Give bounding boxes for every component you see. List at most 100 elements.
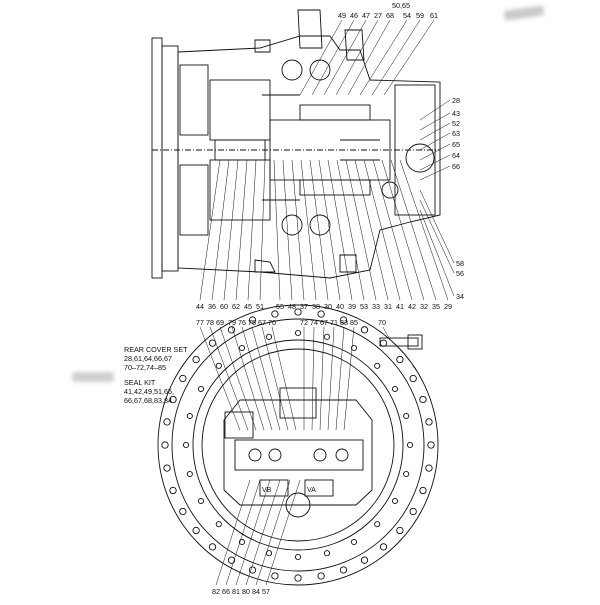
inner-bolt-hole	[391, 497, 399, 505]
ring-bolt-hole	[419, 395, 427, 404]
callout-bottom-bottom: 82	[212, 587, 220, 596]
callout-top: 68	[386, 11, 394, 20]
bottom-assembly-drawing	[157, 304, 439, 586]
leader-bottom-top	[199, 326, 241, 431]
callout-bottom: 29	[444, 302, 452, 311]
bearing-upper	[281, 59, 303, 81]
inner-bolt-hole	[186, 470, 193, 478]
ring-bolt-hole	[192, 355, 200, 364]
leader-right	[419, 165, 451, 181]
ring-bolt-hole	[179, 374, 187, 383]
inner-bolt-hole	[374, 362, 381, 369]
leader-bottom-top	[219, 326, 257, 431]
leader-top	[299, 19, 343, 96]
top-bolt	[254, 39, 271, 53]
housing-left-wall	[151, 37, 163, 279]
internal-lines	[262, 94, 380, 201]
callout-top: 61	[430, 11, 438, 20]
cover-left-block	[224, 411, 254, 439]
inner-bolt-hole	[294, 553, 302, 561]
leader-bottom	[354, 159, 389, 301]
ring-bolt-hole	[409, 374, 417, 383]
callout-right: 34	[456, 292, 464, 301]
inner-bolt-hole	[215, 362, 222, 369]
leader-bottom-top	[327, 326, 335, 431]
vb-port	[259, 479, 289, 497]
ring-bolt-hole	[192, 526, 200, 535]
top-assembly-drawing	[151, 9, 441, 279]
leader-bottom	[282, 159, 293, 301]
housing-left-flange	[161, 45, 179, 272]
leader-bottom-bottom	[245, 479, 281, 586]
leader-bottom	[223, 159, 239, 301]
inner-bolt-hole	[374, 521, 381, 528]
callout-bottom-bottom: 80	[242, 587, 250, 596]
ring-bolt-hole	[169, 486, 177, 495]
bearing-lower	[281, 214, 303, 236]
leader-bottom-top	[261, 326, 289, 431]
leader-top	[323, 19, 367, 96]
inner-bolt-hole	[323, 550, 331, 557]
ring-bolt-hole	[425, 418, 433, 426]
bearing-lower-2	[309, 214, 331, 236]
callout-bottom: 53	[360, 302, 368, 311]
inner-bolt-hole	[323, 333, 331, 340]
leader-right	[419, 143, 451, 161]
housing-outline	[177, 35, 441, 279]
side-bolt-shaft	[379, 337, 419, 347]
piston-upper	[299, 104, 371, 121]
leader-bottom	[273, 159, 281, 301]
leader-bottom	[336, 159, 365, 301]
callout-bottom-top: 79	[228, 318, 236, 327]
ring-bolt-hole	[208, 543, 217, 551]
ring-bolt-hole	[294, 308, 302, 316]
valve-cover-body	[223, 399, 373, 506]
bottom-leader-layer	[199, 326, 391, 586]
rear-cover-set-title: REAR COVER SET	[124, 345, 188, 354]
leader-top	[383, 19, 435, 96]
ring-bolt-hole	[379, 339, 388, 347]
port-2	[268, 448, 282, 462]
rear-cover-set: REAR COVER SET 28,61,64,66,67 70–72,74–8…	[124, 345, 188, 373]
inner-ring-2	[201, 348, 395, 542]
leader-bottom	[300, 159, 317, 301]
leader-bottom	[381, 159, 425, 301]
va-label: VA	[307, 487, 316, 494]
ring-bolt-hole	[396, 355, 404, 364]
leader-bottom-bottom	[225, 479, 261, 586]
callout-right: 56	[456, 269, 464, 278]
inner-bolt-hole	[403, 470, 410, 478]
ring-bolt-hole	[294, 574, 302, 582]
ring-bolt-hole	[317, 310, 325, 318]
bolt-holes	[161, 308, 435, 582]
callout-bottom: 31	[384, 302, 392, 311]
inner-bolt-hole	[403, 412, 410, 420]
ring-bolt-hole	[208, 339, 217, 347]
piston-lower	[299, 179, 371, 196]
va-port	[304, 479, 334, 497]
inner-bolt-hole	[265, 550, 273, 557]
leader-bottom	[390, 159, 437, 301]
callout-top: 49	[338, 11, 346, 20]
callout-top: 54	[403, 11, 411, 20]
rear-cover	[394, 84, 436, 216]
callout-bottom: 37	[300, 302, 308, 311]
leader-bottom-top	[335, 326, 345, 431]
planet-carrier-lower	[209, 159, 271, 221]
leader-right	[419, 132, 451, 151]
ring-bolt-hole	[271, 572, 279, 580]
leader-side	[382, 326, 391, 341]
shaft-section	[214, 139, 266, 161]
leader-bottom-top	[311, 326, 315, 431]
top-boss	[297, 9, 323, 49]
leader-top	[371, 19, 421, 96]
callout-right: 58	[456, 259, 464, 268]
leader-top	[311, 19, 355, 96]
callout-bottom-top: 75	[248, 318, 256, 327]
callout-bottom-top: 85	[350, 318, 358, 327]
valve-plug	[381, 181, 399, 199]
callout-bottom-top: 83	[340, 318, 348, 327]
